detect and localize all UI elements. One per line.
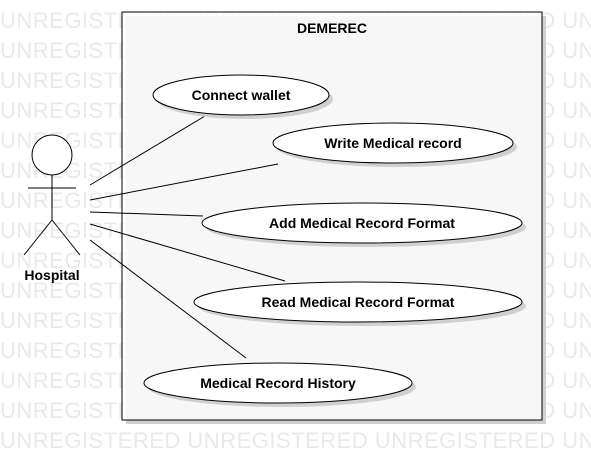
association-add-record-format xyxy=(89,211,204,217)
use-case-medical-record-history[interactable]: Medical Record History xyxy=(143,362,416,407)
association-connect-wallet xyxy=(89,115,206,186)
system-title: DEMEREC xyxy=(297,20,367,36)
actor-head xyxy=(31,134,73,176)
use-case-label: Add Medical Record Format xyxy=(269,215,455,231)
actor-hospital[interactable] xyxy=(23,134,81,256)
use-case-label: Write Medical record xyxy=(324,135,461,151)
use-case-add-medical-record-format[interactable]: Add Medical Record Format xyxy=(201,202,526,247)
use-case-label: Medical Record History xyxy=(200,375,356,391)
association-read-record-format xyxy=(89,223,286,282)
use-case-write-medical-record[interactable]: Write Medical record xyxy=(272,122,517,167)
use-case-label: Read Medical Record Format xyxy=(262,294,455,310)
actor-left-leg xyxy=(23,219,53,256)
association-write-medical-record xyxy=(89,163,279,201)
actor-right-leg xyxy=(51,219,81,256)
use-case-label: Connect wallet xyxy=(192,87,291,103)
use-case-read-medical-record-format[interactable]: Read Medical Record Format xyxy=(193,281,526,326)
actor-name: Hospital xyxy=(24,267,79,283)
use-case-connect-wallet[interactable]: Connect wallet xyxy=(152,74,333,119)
association-record-history xyxy=(89,239,247,359)
associations xyxy=(89,115,286,359)
